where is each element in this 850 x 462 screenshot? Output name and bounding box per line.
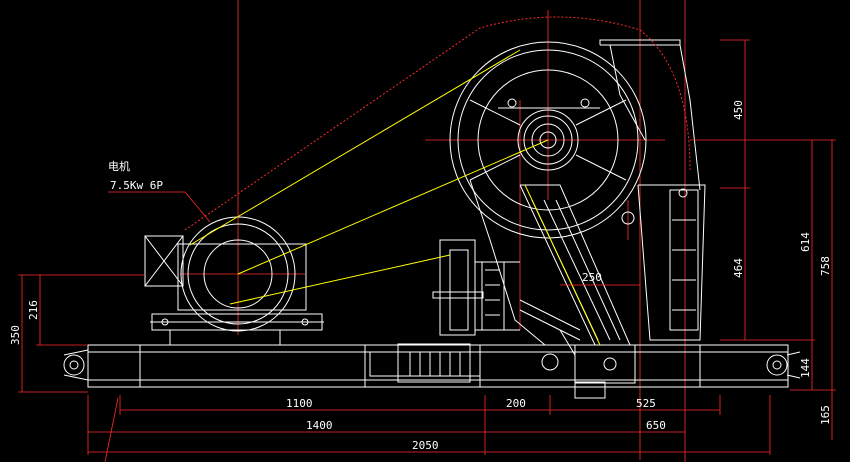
dim-1400: 1400 (306, 419, 333, 432)
crusher-body (369, 39, 706, 399)
dim-464: 464 (732, 258, 745, 278)
motor (144, 216, 324, 346)
motor-spec: 7.5Kw 6P (110, 179, 163, 192)
dim-450: 450 (732, 100, 745, 120)
v-belt (189, 49, 601, 346)
dim-200: 200 (506, 397, 526, 410)
dim-250: 250 (582, 271, 602, 284)
motor-label: 电机 (108, 159, 130, 173)
dim-1100: 1100 (286, 397, 313, 410)
dim-2050: 2050 (412, 439, 439, 452)
center-lines (180, 0, 686, 462)
annotations: 电机 7.5Kw 6P 1100 200 525 1400 650 2050 2… (9, 100, 832, 452)
base-frame (63, 344, 801, 388)
dim-216: 216 (27, 300, 40, 320)
dim-758: 758 (819, 256, 832, 276)
dim-165: 165 (819, 405, 832, 425)
belt-guard (184, 16, 691, 231)
dim-614: 614 (799, 232, 812, 252)
dim-525: 525 (636, 397, 656, 410)
dim-650: 650 (646, 419, 666, 432)
dim-144: 144 (799, 358, 812, 378)
dimension-lines (18, 39, 836, 462)
dim-350: 350 (9, 325, 22, 345)
